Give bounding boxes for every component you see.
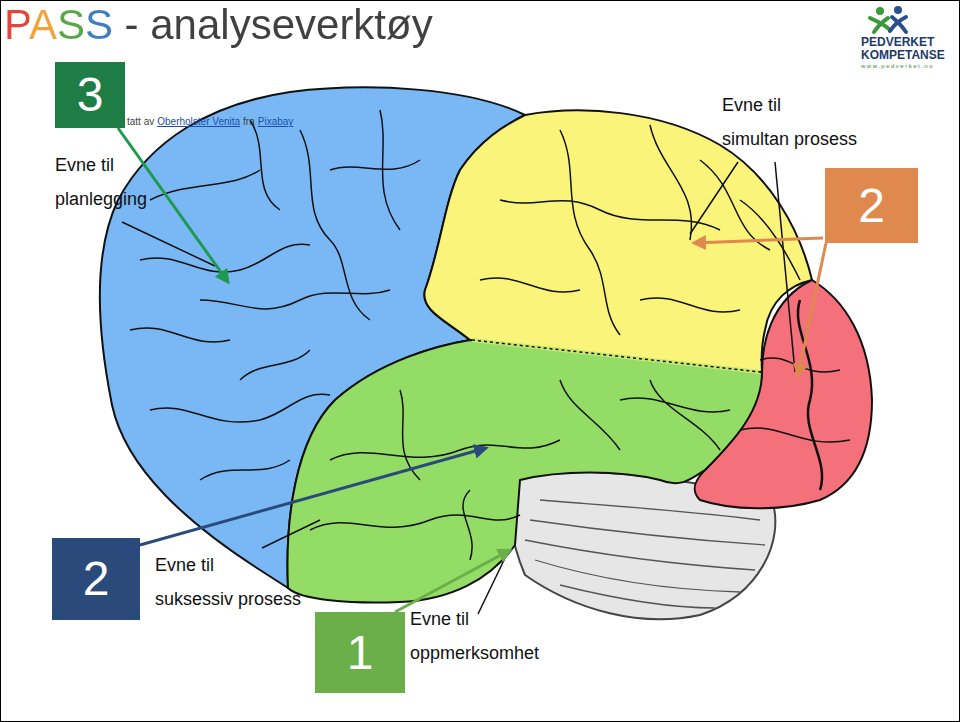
logo-icon — [874, 18, 888, 32]
callout-number: 2 — [83, 555, 110, 603]
function-label: Evne til oppmerksomhet — [410, 602, 610, 670]
logo-text: KOMPETANSE — [861, 49, 945, 62]
cerebellum-folds — [560, 585, 715, 608]
gyri — [130, 110, 850, 560]
leader-lines — [775, 162, 795, 372]
function-label: Evne til simultan prosess — [722, 88, 922, 156]
logo-url: www.pedverket.no — [861, 63, 934, 70]
logo-icon — [892, 17, 906, 32]
logo-text: PEDVERKET — [861, 36, 934, 49]
temporal-lobe — [288, 340, 762, 602]
logo-icon — [894, 6, 902, 14]
logo-icon — [870, 6, 906, 32]
gyri — [740, 428, 850, 442]
gyri — [140, 244, 310, 272]
gyri — [650, 125, 692, 240]
gyri — [240, 350, 310, 380]
callout-arrows — [118, 128, 826, 612]
callout-number: 1 — [347, 629, 374, 677]
gyri — [300, 130, 370, 320]
function-label: Evne til planlegging — [55, 148, 255, 216]
gyri — [310, 515, 520, 530]
gyri — [330, 440, 560, 460]
logo-icon — [890, 17, 906, 31]
callout-number-box: 1 — [315, 612, 405, 693]
callout-arrows — [395, 550, 510, 612]
slide-title: PASS - analyseverktøy — [4, 0, 433, 50]
gyri — [640, 298, 740, 312]
gyri — [480, 278, 580, 292]
lobe-boundary — [472, 340, 760, 372]
gyri — [250, 120, 280, 210]
brain — [100, 87, 872, 619]
gyri — [798, 300, 822, 490]
gyri — [200, 290, 390, 309]
image-credit: tatt avOberholster VenitafraPixabay — [127, 116, 293, 128]
credit-link: Oberholster Venita — [157, 116, 240, 128]
cerebellum-folds — [525, 500, 765, 608]
cerebellum-folds — [535, 560, 740, 592]
gyri — [650, 380, 720, 450]
credit-link: Pixabay — [258, 116, 294, 128]
cerebellum-folds — [525, 540, 755, 570]
gyri — [130, 328, 230, 342]
gyri — [560, 380, 620, 450]
leader-lines — [690, 162, 738, 234]
callout-arrows — [140, 448, 486, 545]
gyri — [700, 160, 770, 250]
gyri — [463, 490, 472, 560]
callout-number: 3 — [77, 71, 104, 119]
gyri — [200, 460, 290, 480]
lobe-boundary — [472, 340, 760, 372]
leader-lines — [122, 162, 795, 614]
gyri — [330, 160, 420, 170]
leader-lines — [262, 520, 320, 548]
callout-number: 2 — [858, 182, 885, 230]
callout-number-box: 2 — [52, 538, 140, 620]
callout-arrows — [798, 243, 826, 376]
function-label: Evne til suksessiv prosess — [155, 548, 355, 616]
gyri — [380, 110, 400, 230]
credit-text: tatt av — [127, 116, 154, 128]
callout-arrows — [694, 238, 823, 243]
cerebellum-folds — [530, 520, 765, 545]
logo-icon — [876, 7, 884, 15]
gyri — [500, 200, 720, 230]
gyri — [560, 130, 620, 335]
gyri — [150, 394, 330, 422]
callout-number-box: 2 — [825, 168, 918, 243]
callout-number-box: 3 — [55, 62, 125, 128]
credit-text: fra — [243, 116, 255, 128]
